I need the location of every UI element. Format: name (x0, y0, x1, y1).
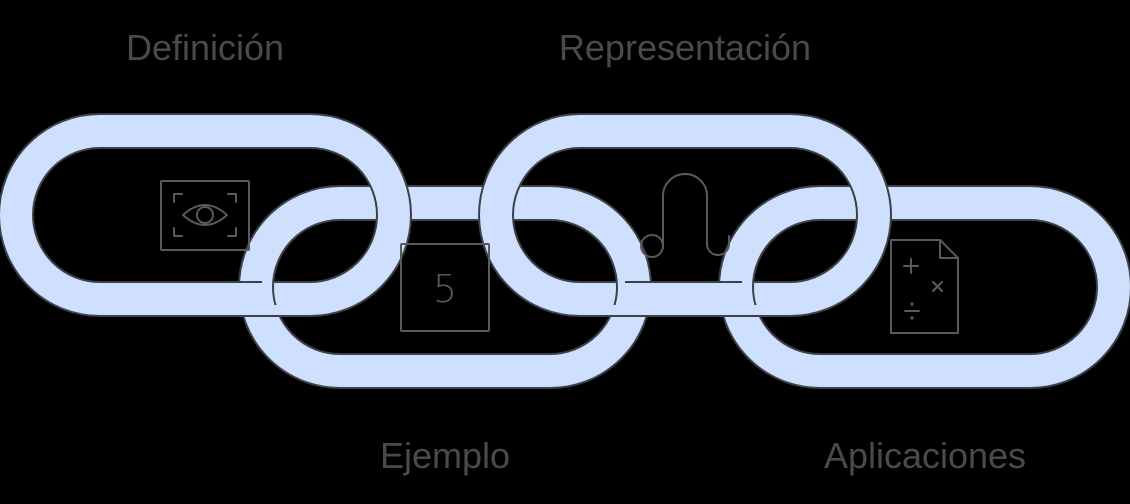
label-aplicaciones: Aplicaciones (823, 435, 1027, 476)
math-document-icon (890, 239, 959, 334)
label-ejemplo: Ejemplo (379, 435, 511, 476)
eye-scan-icon (160, 180, 250, 251)
curve-graph-icon (640, 173, 730, 258)
number-box-text: 5 (433, 267, 457, 311)
label-definicion: Definición (125, 27, 285, 68)
number-box-icon (400, 243, 490, 332)
label-representacion: Representación (558, 27, 812, 68)
